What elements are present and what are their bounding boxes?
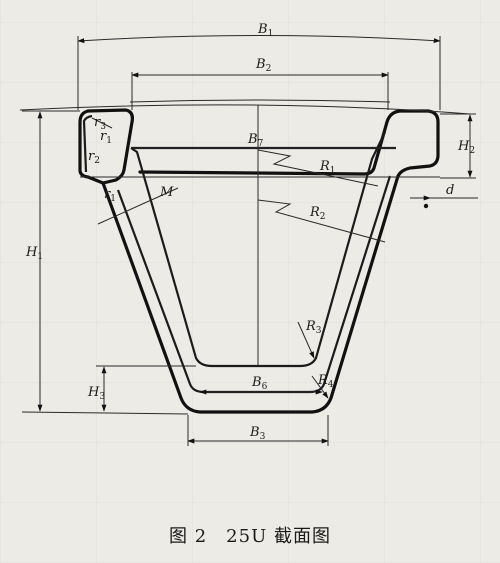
section-outline-inner [130, 131, 386, 368]
label-r1-small-lower: r1 [104, 187, 116, 204]
inner-left-web [116, 175, 392, 394]
label-r3-small: r3 [94, 115, 106, 132]
label-b2: B2 [255, 57, 271, 74]
section-outline-outer [86, 108, 440, 414]
label-b7: B7 [247, 132, 264, 149]
label-b6: B6 [251, 375, 268, 392]
leader-r3-flange [91, 117, 113, 129]
flange-inner-left [82, 114, 93, 173]
leader-r1 [257, 149, 379, 187]
top-reference-line [19, 104, 471, 115]
dim-line-b1 [77, 35, 441, 44]
label-r1: R1 [319, 159, 336, 176]
inner-top-reference [129, 99, 391, 103]
label-h3: H3 [87, 385, 105, 402]
label-b3: B3 [249, 425, 266, 442]
label-m: M [159, 185, 174, 200]
leader-r4 [311, 375, 329, 399]
label-d: d [446, 183, 454, 198]
label-h1: H1 [25, 245, 43, 262]
label-b1: B1 [257, 22, 273, 39]
ext-line-h1-bottom [21, 411, 189, 415]
label-r2: R2 [309, 205, 326, 222]
label-r1-small-upper: r1 [100, 129, 112, 146]
reference-dot [423, 203, 429, 209]
label-r4: R4 [317, 373, 334, 390]
leader-m [97, 187, 179, 225]
label-r3: R3 [305, 319, 322, 336]
figure-caption: 图 2 25U 截面图 [169, 526, 331, 547]
leader-r2 [257, 199, 386, 243]
section-outline-top-link [78, 109, 105, 185]
label-r2-small: r2 [88, 149, 100, 166]
label-h2: H2 [457, 139, 475, 156]
leader-r3 [297, 321, 315, 359]
